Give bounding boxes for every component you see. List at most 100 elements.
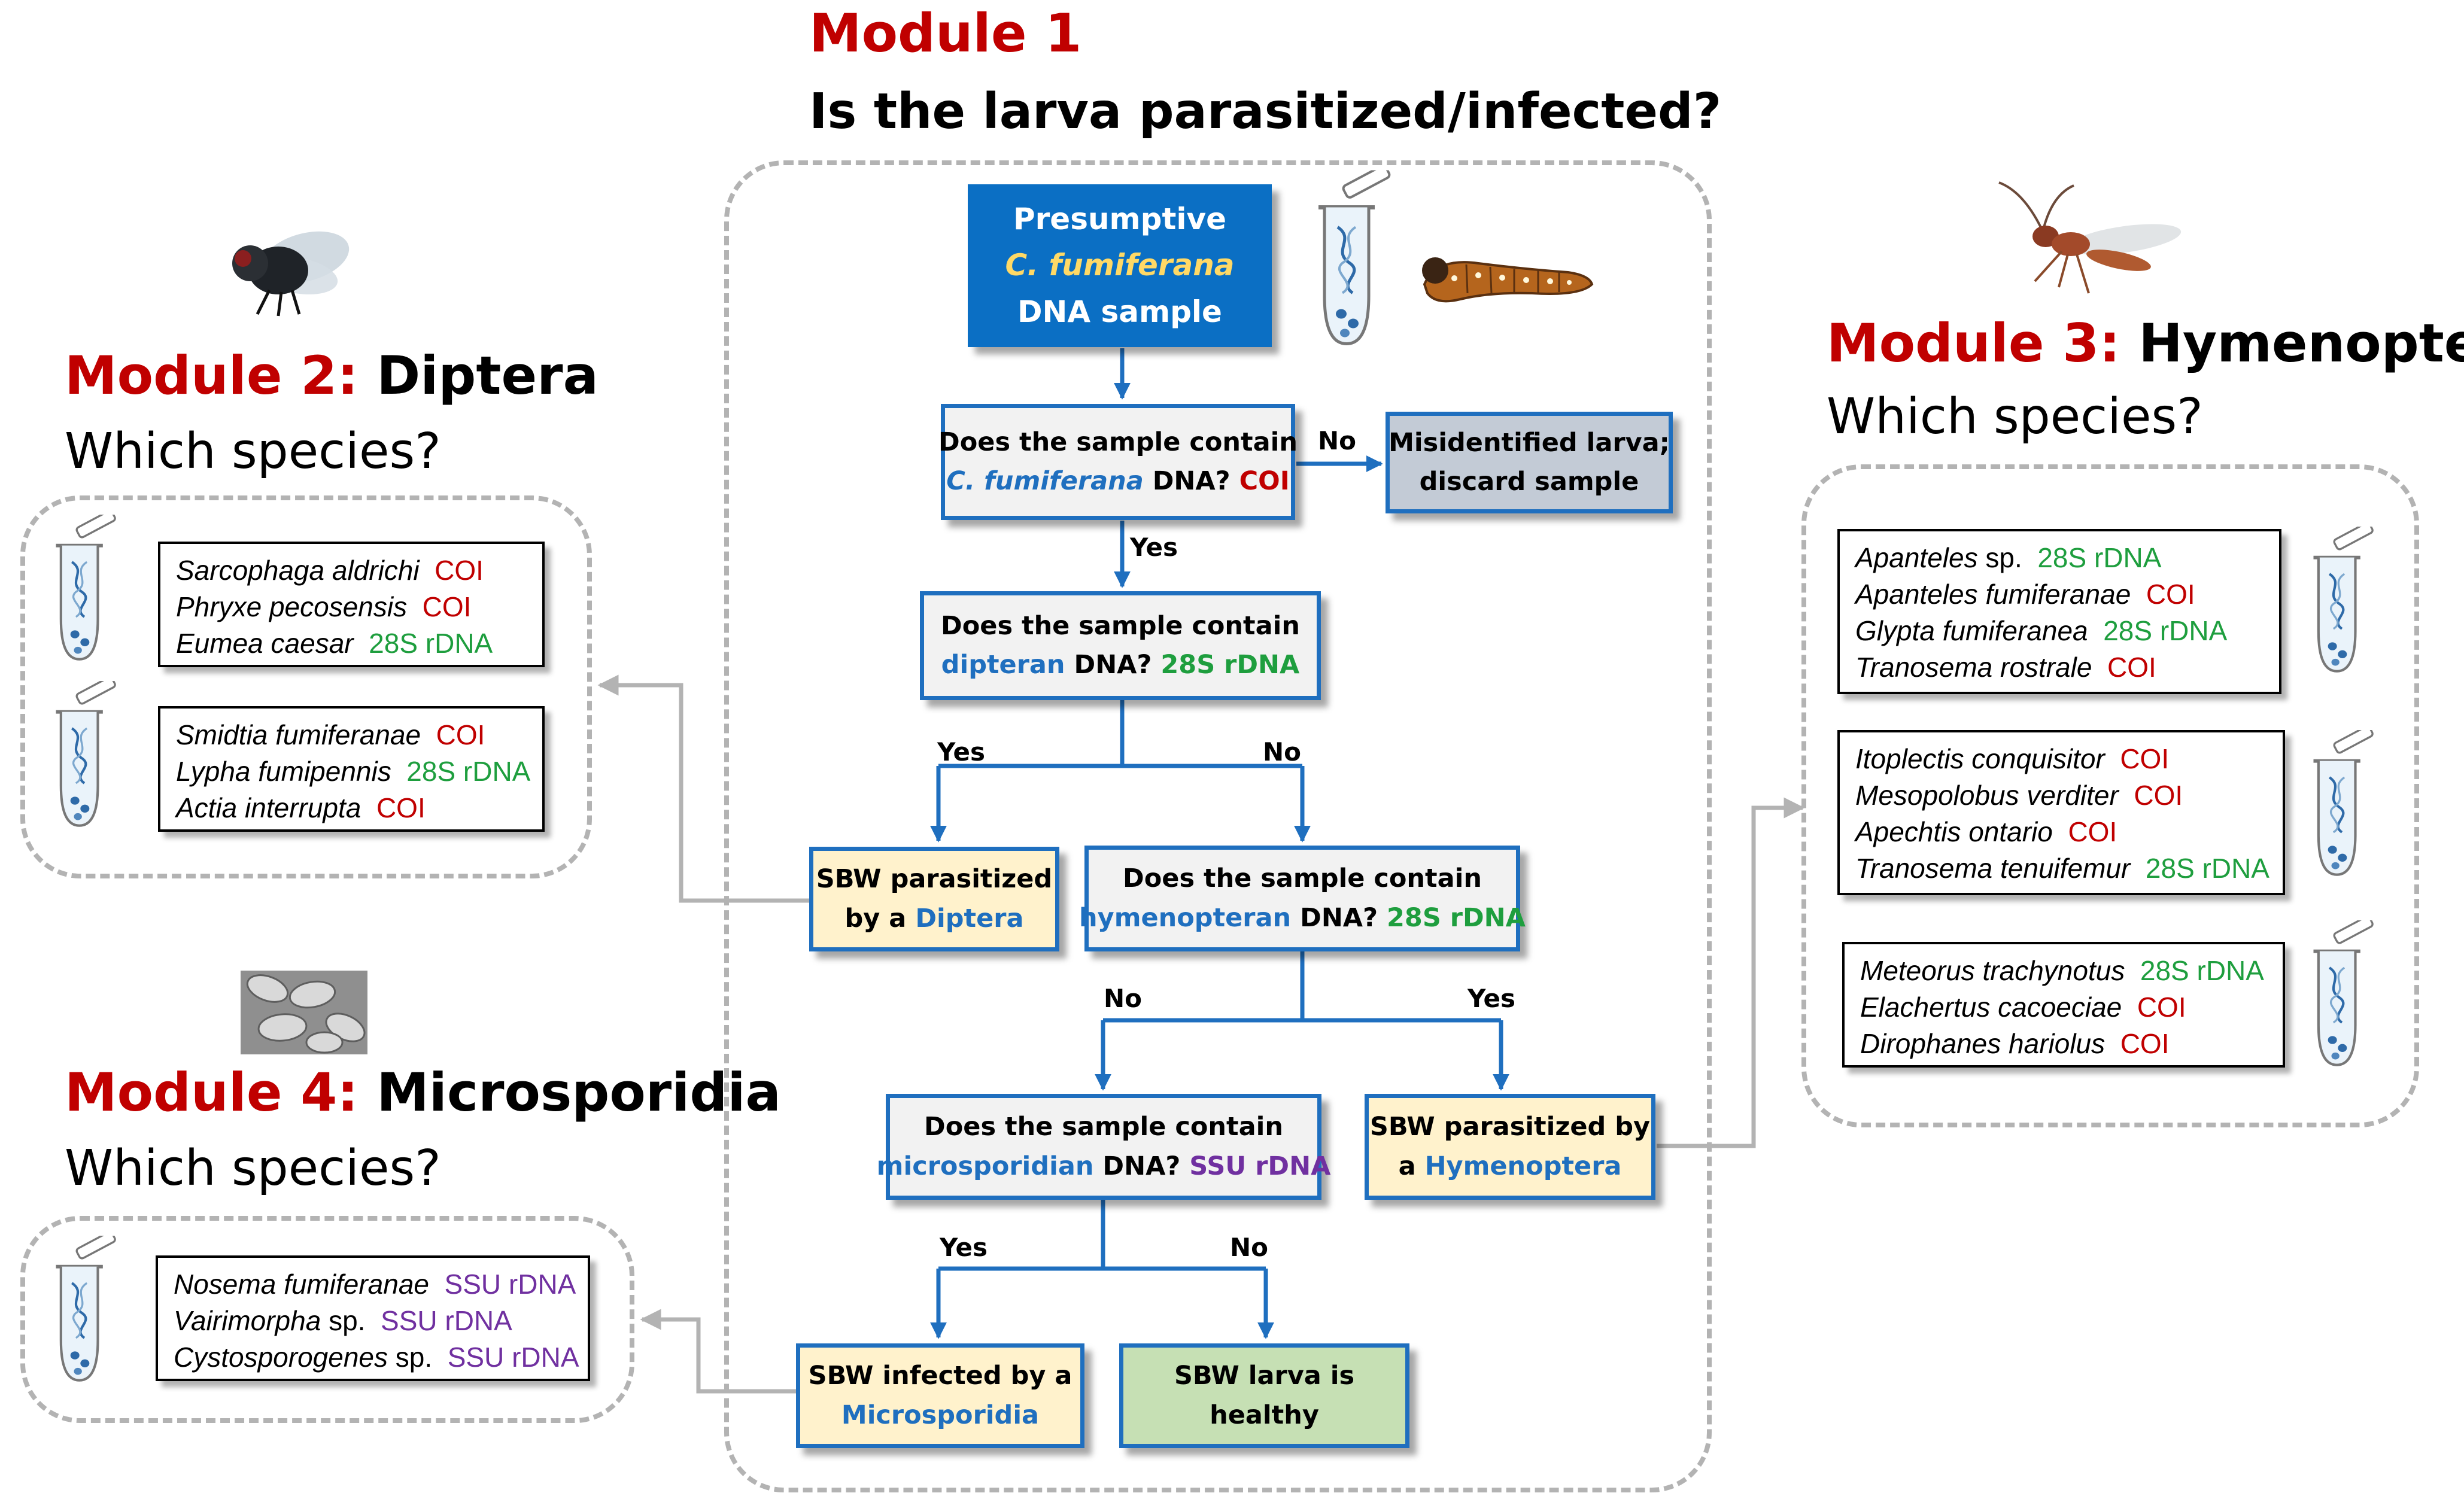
species-name: Mesopolobus verditer	[1855, 780, 2119, 811]
dna-tube-icon	[40, 515, 129, 664]
species-row: Itoplectis conquisitor COI	[1855, 741, 2283, 777]
question-cfumiferana-dna: Does the sample contain C. fumiferana DN…	[938, 404, 1298, 520]
module2-container	[20, 495, 592, 878]
species-row: Sarcophaga aldrichi COI	[176, 552, 542, 589]
species-row: Dirophanes hariolus COI	[1860, 1026, 2283, 1062]
label-no-q3: No	[1104, 984, 1143, 1013]
species-row: Actia interrupta COI	[176, 790, 542, 826]
marker-label: COI	[2068, 816, 2117, 847]
arrow-hymen-module3	[1657, 797, 1805, 1148]
species-name: Smidtia fumiferanae	[176, 719, 421, 750]
species-name: Apechtis ontario	[1855, 816, 2053, 847]
marker-label: SSU rDNA	[444, 1269, 576, 1300]
start-node: Presumptive C. fumiferana DNA sample	[968, 184, 1272, 347]
species-row: Nosema fumiferanae SSU rDNA	[174, 1266, 588, 1303]
arrow-diptera-module2	[597, 674, 809, 903]
dna-tube-icon	[40, 1236, 129, 1385]
species-suffix: sp.	[321, 1305, 366, 1336]
species-suffix: sp.	[1977, 542, 2022, 573]
label-yes-q1: Yes	[1130, 533, 1178, 562]
marker-label: COI	[422, 591, 472, 622]
species-name: Glypta fumiferanea	[1855, 615, 2088, 646]
marker-label: COI	[376, 792, 426, 823]
hymenoptera-result-node: SBW parasitized by a Hymenoptera	[1365, 1094, 1655, 1200]
species-row: Phryxe pecosensis COI	[176, 589, 542, 625]
wasp-icon	[1998, 181, 2182, 294]
species-name: Apanteles fumiferanae	[1855, 579, 2131, 610]
species-suffix: sp.	[387, 1342, 433, 1373]
marker-label: 28S rDNA	[2037, 542, 2162, 573]
marker-label: COI	[2134, 780, 2183, 811]
dna-tube-icon	[1308, 169, 1397, 351]
species-row: Smidtia fumiferanae COI	[176, 717, 542, 753]
species-row: Cystosporogenes sp. SSU rDNA	[174, 1339, 588, 1376]
species-name: Cystosporogenes	[174, 1342, 388, 1373]
species-row: Apechtis ontario COI	[1855, 814, 2283, 850]
marker-label: COI	[2120, 1028, 2170, 1059]
arrow-micro-module4	[640, 1309, 796, 1394]
label-yes-q3: Yes	[1468, 984, 1516, 1013]
species-name: Dirophanes hariolus	[1860, 1028, 2106, 1059]
species-name: Meteorus trachynotus	[1860, 955, 2125, 986]
label-yes-q4: Yes	[940, 1233, 988, 1262]
marker-label: COI	[2107, 652, 2156, 683]
species-name: Lypha fumipennis	[176, 756, 391, 787]
species-name: Eumea caesar	[176, 628, 354, 659]
species-name: Apanteles	[1855, 542, 1978, 573]
marker-label: 28S rDNA	[2140, 955, 2264, 986]
marker-label: 28S rDNA	[369, 628, 493, 659]
marker-label: 28S rDNA	[2145, 853, 2269, 884]
species-name: Phryxe pecosensis	[176, 591, 408, 622]
species-row: Apanteles sp. 28S rDNA	[1855, 540, 2279, 576]
species-row: Mesopolobus verditer COI	[1855, 777, 2283, 814]
species-row: Meteorus trachynotus 28S rDNA	[1860, 953, 2283, 989]
module3-container	[1801, 464, 2419, 1127]
species-row: Tranosema tenuifemur 28S rDNA	[1855, 850, 2283, 887]
species-row: Glypta fumiferanea 28S rDNA	[1855, 613, 2279, 649]
module3-question: Which species?	[1827, 388, 2203, 445]
species-name: Sarcophaga aldrichi	[176, 555, 420, 586]
marker-label: COI	[2146, 579, 2195, 610]
module3-title: Module 3: Hymenoptera	[1827, 312, 2464, 374]
question-hymenopteran-dna: Does the sample contain hymenopteran DNA…	[1079, 846, 1526, 951]
module1-number: Module 1	[809, 2, 1082, 64]
microsporidia-result-node: SBW infected by a Microsporidia	[796, 1343, 1084, 1448]
caterpillar-icon	[1422, 257, 1594, 303]
species-name: Actia interrupta	[176, 792, 361, 823]
dna-tube-icon	[2297, 730, 2387, 880]
species-name: Nosema fumiferanae	[174, 1269, 429, 1300]
module1-container	[724, 160, 1712, 1492]
marker-label: COI	[435, 555, 484, 586]
species-row: Elachertus cacoeciae COI	[1860, 989, 2283, 1026]
marker-label: COI	[436, 719, 485, 750]
label-no-q1: No	[1318, 426, 1357, 455]
marker-label: 28S rDNA	[406, 756, 531, 787]
module1-question: Is the larva parasitized/infected?	[809, 83, 1722, 140]
marker-label: 28S rDNA	[2103, 615, 2228, 646]
species-name: Itoplectis conquisitor	[1855, 743, 2105, 774]
marker-label: COI	[2120, 743, 2170, 774]
species-row: Apanteles fumiferanae COI	[1855, 576, 2279, 613]
marker-label: SSU rDNA	[447, 1342, 579, 1373]
module4-container	[20, 1216, 634, 1423]
label-no-q2: No	[1263, 737, 1302, 767]
marker-label: COI	[2137, 992, 2186, 1023]
species-row: Tranosema rostrale COI	[1855, 649, 2279, 686]
question-microsporidian-dna: Does the sample contain microsporidian D…	[877, 1094, 1330, 1200]
dna-tube-icon	[40, 681, 129, 831]
species-name: Tranosema rostrale	[1855, 652, 2092, 683]
species-name: Vairimorpha	[174, 1305, 321, 1336]
dna-tube-icon	[2297, 527, 2387, 676]
misidentified-node: Misidentified larva; discard sample	[1386, 412, 1673, 513]
species-name: Tranosema tenuifemur	[1855, 853, 2131, 884]
module2-title: Module 2: Diptera	[65, 345, 598, 406]
species-name: Elachertus cacoeciae	[1860, 992, 2122, 1023]
marker-label: SSU rDNA	[381, 1305, 512, 1336]
